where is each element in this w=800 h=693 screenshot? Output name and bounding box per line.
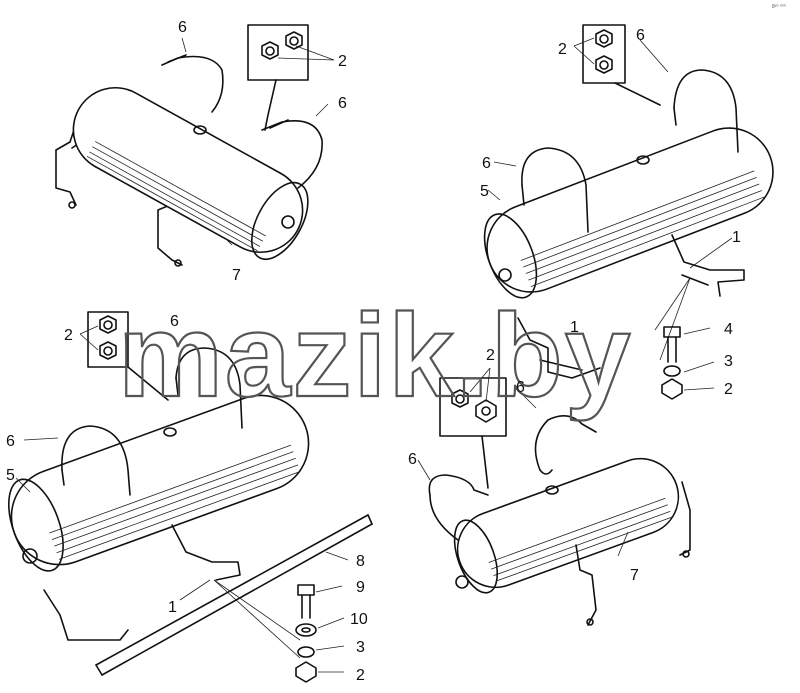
label-8-rail: 8 [356,553,365,570]
label-6-hose: 6 [516,379,525,396]
label-1-bracket: 1 [570,319,579,336]
assembly-top-right [483,24,774,400]
corner-note: 8²⁰ ⁰⁰⁰ [772,4,786,10]
label-2-nut: 2 [338,53,347,70]
label-9-bolt: 9 [356,579,365,596]
label-6-hose: 6 [636,27,645,44]
label-4-bolt: 4 [724,321,733,338]
assembly-top-left [55,24,335,267]
label-3-washer: 3 [356,639,365,656]
label-2-nut: 2 [486,347,495,364]
label-6-hose: 6 [6,433,15,450]
watermark-text: mazik.by [118,290,632,422]
part-number-labels: 6 2 6 7 2 6 6 5 1 1 4 3 2 2 6 6 5 8 1 9 … [6,19,741,684]
label-2-nut: 2 [558,41,567,58]
label-6-hose: 6 [178,19,187,36]
label-6-hose: 6 [170,313,179,330]
label-2-nut: 2 [724,381,733,398]
label-7-bracket: 7 [630,567,639,584]
label-5-tank: 5 [6,467,15,484]
label-7-bracket: 7 [232,267,241,284]
assembly-bottom-right [417,367,691,626]
assembly-bottom-left [8,311,373,683]
label-6-hose: 6 [408,451,417,468]
label-6-hose: 6 [482,155,491,172]
label-1-bracket: 1 [168,599,177,616]
label-10-washer: 10 [350,611,368,628]
label-2-nut: 2 [64,327,73,344]
label-1-bracket: 1 [732,229,741,246]
label-3-washer: 3 [724,353,733,370]
label-6-hose: 6 [338,95,347,112]
label-2-nut: 2 [356,667,365,684]
label-5-tank: 5 [480,183,489,200]
